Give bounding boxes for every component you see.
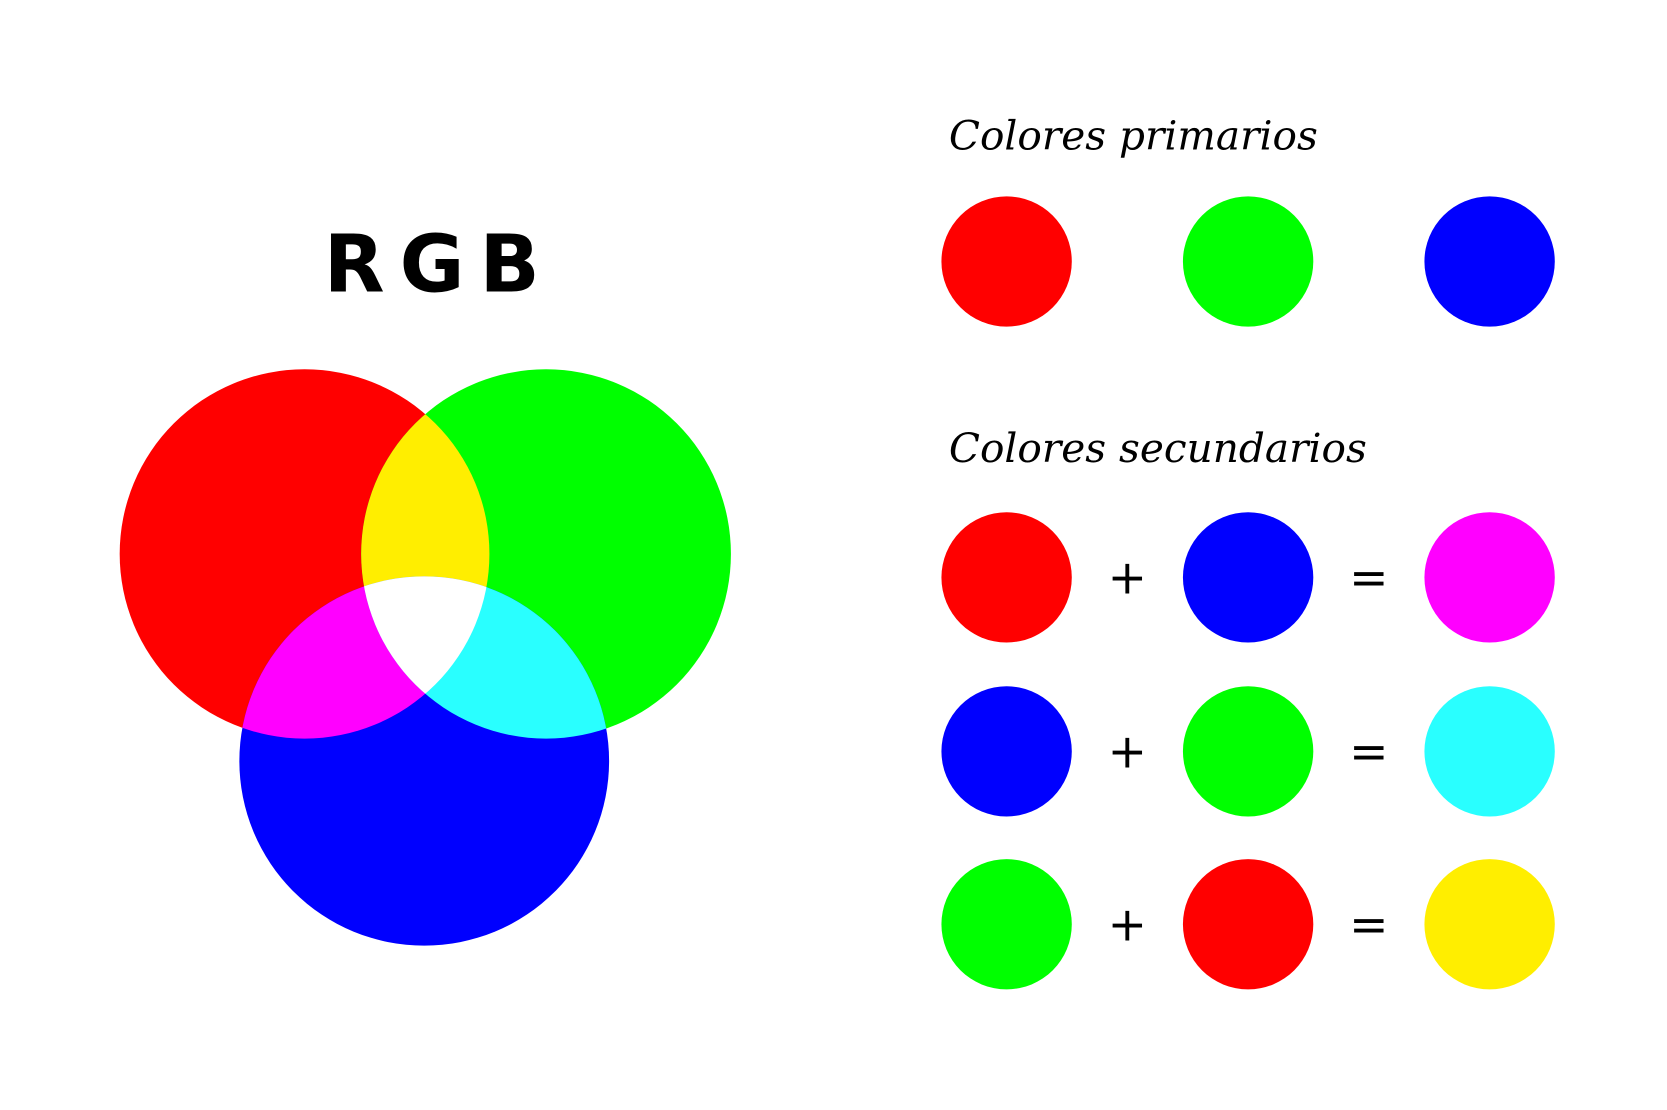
venn-diagram bbox=[119, 369, 731, 946]
primary-swatches bbox=[941, 196, 1555, 327]
equation-yellow: + = bbox=[941, 859, 1555, 990]
primary-swatch-green bbox=[1182, 196, 1314, 327]
equation-swatch-result bbox=[1424, 686, 1555, 817]
equals-sign: = bbox=[1349, 897, 1388, 952]
equation-swatch-a bbox=[941, 859, 1072, 990]
equation-swatch-b bbox=[1182, 859, 1314, 990]
equals-sign: = bbox=[1349, 724, 1388, 779]
venn-cyan-overlap bbox=[361, 576, 610, 739]
equation-swatch-a bbox=[941, 512, 1072, 643]
plus-sign: + bbox=[1108, 724, 1147, 779]
plus-sign: + bbox=[1108, 897, 1147, 952]
plus-sign: + bbox=[1108, 550, 1147, 605]
equals-sign: = bbox=[1349, 550, 1388, 605]
equation-cyan: + = bbox=[941, 686, 1555, 817]
equation-magenta: + = bbox=[941, 512, 1555, 643]
equation-swatch-result bbox=[1424, 512, 1555, 643]
primary-swatch-blue bbox=[1424, 196, 1555, 327]
venn-magenta-overlap bbox=[239, 576, 490, 739]
equation-swatch-a bbox=[941, 686, 1072, 817]
primary-swatch-red bbox=[941, 196, 1072, 327]
equation-swatch-b bbox=[1182, 512, 1314, 643]
primaries-title: Colores primarios bbox=[949, 111, 1318, 159]
equation-swatch-result bbox=[1424, 859, 1555, 990]
equation-swatch-b bbox=[1182, 686, 1314, 817]
rgb-heading: RGB bbox=[324, 218, 555, 310]
secondaries-title: Colores secundarios bbox=[949, 424, 1367, 472]
